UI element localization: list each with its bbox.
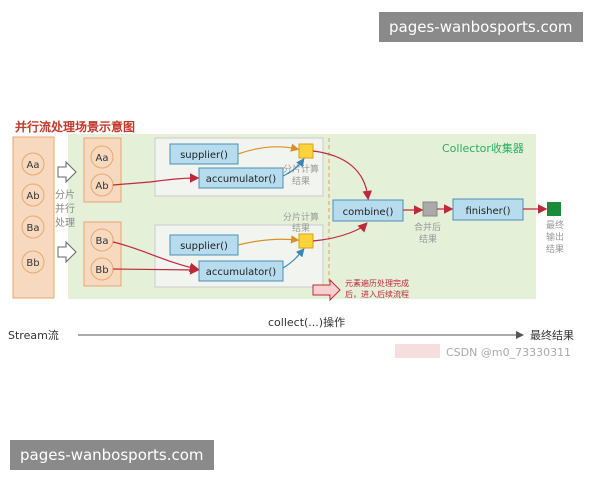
source-item: Aa xyxy=(27,160,40,171)
final-label: 最终 xyxy=(546,219,564,231)
partition-a-item: Aa xyxy=(96,153,109,164)
partial-result-b xyxy=(298,233,314,249)
arrow-accumulator-to-partial-a xyxy=(282,158,305,177)
partial-label-a: 分片计算 xyxy=(283,163,319,175)
csdn-blur-patch xyxy=(395,344,440,358)
watermark-top: pages-wanbosports.com xyxy=(379,12,583,42)
source-item-circle xyxy=(21,152,45,176)
split-label-line: 分片 xyxy=(55,188,75,201)
merged-result xyxy=(422,201,438,217)
arrow-supplier-to-partial-a xyxy=(237,143,300,155)
partial-label-a: 结果 xyxy=(292,175,310,187)
source-item: Ba xyxy=(27,223,40,234)
partition-a-item: Ab xyxy=(95,181,108,192)
arrow-accumulator-to-partial-b xyxy=(282,248,305,269)
arrow-item-to-accumulator-a xyxy=(112,173,200,186)
accumulator-label-b: accumulator() xyxy=(206,267,276,278)
csdn-credit: CSDN @m0_73330311 xyxy=(446,346,571,359)
axis-right-label: 最终结果 xyxy=(530,328,574,342)
arrow-partial-b-to-combine xyxy=(312,222,368,242)
partition-b-item: Bb xyxy=(95,265,108,276)
source-item-circle xyxy=(21,215,45,239)
partition-b-item-circle xyxy=(90,228,114,252)
diagram-title: 并行流处理场景示意图 xyxy=(15,119,135,134)
note-arrow xyxy=(312,278,341,302)
arrow-item-to-accumulator-b2 xyxy=(112,265,200,275)
source-item-circle xyxy=(21,183,45,207)
partial-label-b: 分片计算 xyxy=(283,211,319,223)
collector-title: Collector收集器 xyxy=(442,141,524,155)
flow-arrows xyxy=(112,143,548,275)
finisher-label: finisher() xyxy=(465,206,510,217)
partition-b-item: Ba xyxy=(96,236,109,247)
partial-result-a xyxy=(298,143,314,159)
arrow-supplier-to-partial-b xyxy=(237,235,300,246)
merged-label: 结果 xyxy=(419,233,437,245)
combine-label: combine() xyxy=(343,207,394,218)
source-item-circle xyxy=(21,250,45,274)
split-arrow-bottom xyxy=(57,240,77,264)
final-label: 输出 xyxy=(546,231,564,243)
merged-label: 合并后 xyxy=(414,221,441,233)
source-items: Aa Ab Ba Bb xyxy=(21,152,45,274)
accumulator-label-a: accumulator() xyxy=(206,174,276,185)
final-label: 结果 xyxy=(546,243,564,255)
partition-a-item-circle xyxy=(90,145,114,169)
split-arrow-top xyxy=(57,160,77,184)
source-item: Ab xyxy=(26,191,39,202)
source-item: Bb xyxy=(26,258,39,269)
split-label-line: 处理 xyxy=(55,217,75,229)
partial-label-b: 结果 xyxy=(292,222,310,234)
supplier-label-b: supplier() xyxy=(180,241,228,252)
arrow-partial-a-to-combine xyxy=(312,150,373,201)
axis-left-label: Stream流 xyxy=(8,328,59,342)
note-line: 元素遍历处理完成 xyxy=(345,278,409,288)
supplier-label-a: supplier() xyxy=(180,150,228,161)
final-result xyxy=(547,202,561,216)
axis-middle-label: collect(...)操作 xyxy=(268,315,345,329)
split-label-line: 并行 xyxy=(55,202,75,215)
arrow-item-to-accumulator-b xyxy=(112,241,200,273)
watermark-bottom: pages-wanbosports.com xyxy=(10,440,214,470)
note-line: 后，进入后续流程 xyxy=(345,289,409,299)
